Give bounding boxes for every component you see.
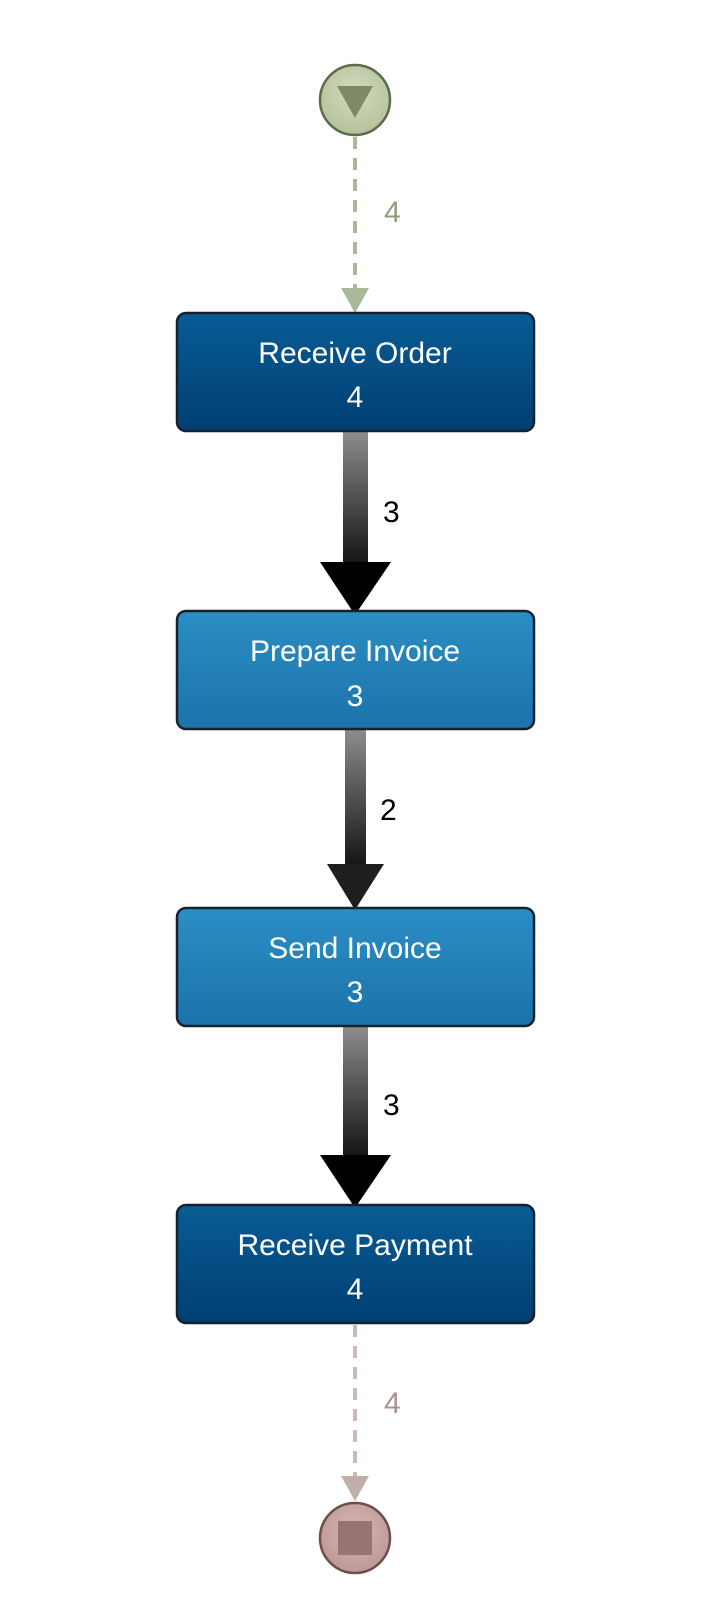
flow-arrowhead [320,1155,391,1208]
activity-count: 3 [347,680,364,713]
flow-send-invoice-to-receive-payment[interactable]: 3 [320,1027,400,1208]
flow-arrowhead [320,562,391,615]
activity-send-invoice[interactable]: Send Invoice 3 [175,906,536,1028]
activity-count: 4 [347,381,364,414]
activity-name: Receive Order [258,337,451,370]
activity-name: Prepare Invoice [250,635,460,668]
square-stop-icon [338,1521,372,1555]
start-flow-arrowhead [341,288,369,313]
activity-count: 4 [347,1273,364,1306]
flow-prepare-invoice-to-send-invoice[interactable]: 2 [327,730,397,910]
activity-prepare-invoice[interactable]: Prepare Invoice 3 [175,609,536,731]
activity-receive-order[interactable]: Receive Order 4 [175,311,536,433]
flow-count: 2 [380,794,397,827]
start-flow[interactable]: 4 [341,137,401,313]
activity-name: Receive Payment [237,1229,473,1262]
flow-receive-order-to-prepare-invoice[interactable]: 3 [320,432,400,615]
start-event[interactable] [318,63,392,137]
end-flow-arrowhead [341,1476,369,1501]
start-flow-count: 4 [384,196,401,229]
end-flow[interactable]: 4 [341,1325,401,1501]
end-flow-count: 4 [384,1387,401,1420]
flow-count: 3 [383,1089,400,1122]
activity-receive-payment[interactable]: Receive Payment 4 [175,1203,536,1325]
flow-count: 3 [383,496,400,529]
flow-arrowhead [327,864,384,910]
activity-count: 3 [347,976,364,1009]
end-event[interactable] [318,1501,392,1575]
triangle-down-icon [337,86,373,118]
activity-name: Send Invoice [268,932,441,965]
